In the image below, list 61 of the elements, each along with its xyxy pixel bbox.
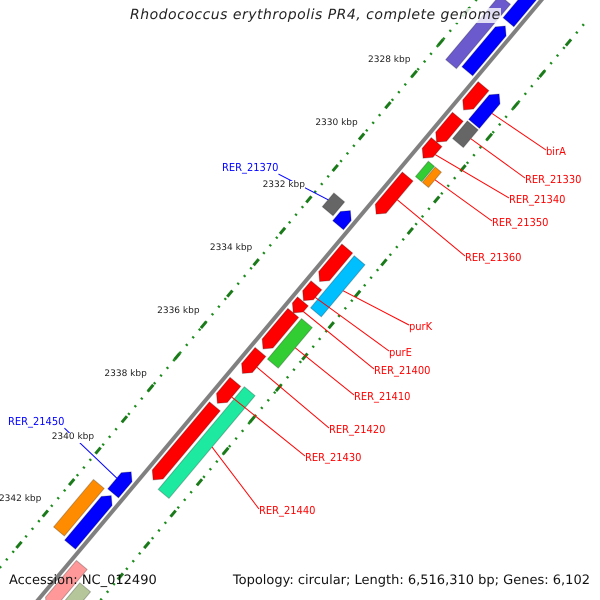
scale-label: 2332 kbp <box>262 181 305 192</box>
gene-label: RER_21410 <box>354 391 410 404</box>
leader-line <box>231 396 306 456</box>
gene-label: RER_21400 <box>374 365 430 378</box>
gene-feature <box>374 171 414 215</box>
gene-label: RER_21370 <box>222 162 278 174</box>
gene-label: RER_21350 <box>492 217 548 230</box>
gene-feature <box>435 112 464 143</box>
gene-label: RER_21440 <box>259 505 316 518</box>
leader-line <box>434 154 510 198</box>
gene-label: purK <box>409 321 432 334</box>
leader-line <box>294 347 354 396</box>
gene-label: RER_21420 <box>329 424 386 436</box>
gene-feature <box>422 136 443 159</box>
leader-line <box>342 290 410 326</box>
gene-feature <box>64 495 113 550</box>
gene-label: RER_21360 <box>465 252 522 264</box>
gene-feature <box>262 308 300 350</box>
scale-label: 2342 kbp <box>0 495 42 506</box>
gene-label: purE <box>389 347 412 360</box>
gene-feature <box>266 318 313 369</box>
gene-feature <box>461 26 507 76</box>
gene-feature <box>332 210 352 230</box>
scale-label: 2340 kbp <box>52 432 94 443</box>
gene-feature <box>152 401 221 480</box>
gene-feature <box>302 280 322 302</box>
scale-label: 2330 kbp <box>315 118 358 128</box>
gene-feature <box>310 255 366 318</box>
leader-line <box>396 199 466 256</box>
gene-label: birA <box>546 146 566 158</box>
gene-feature <box>422 166 442 188</box>
gene-feature <box>216 376 242 404</box>
leader-line <box>303 311 374 370</box>
gene-feature <box>462 80 490 110</box>
scale-label: 2334 kbp <box>210 244 252 254</box>
gene-feature <box>107 471 133 499</box>
gene-feature <box>452 120 479 148</box>
gene-label: RER_21330 <box>525 174 582 186</box>
accession-text: Accession: NC_012490 <box>8 573 158 590</box>
leader-line <box>434 179 492 222</box>
gene-feature <box>158 386 256 500</box>
title: Rhodococcus erythropolis PR4, complete genome <box>130 8 501 24</box>
leader-line <box>492 113 546 150</box>
gene-label: RER_21340 <box>509 194 566 206</box>
gene-feature <box>468 93 500 130</box>
gene-feature <box>502 0 539 28</box>
gene-label: RER_21450 <box>8 416 64 428</box>
genome-info-text: Topology: circular; Length: 6,516,310 bp; Genes: 6,102 <box>232 573 591 590</box>
scale-label: 2328 kbp <box>368 56 410 66</box>
gene-feature <box>414 160 436 182</box>
leader-line <box>314 297 390 352</box>
gene-feature <box>322 192 346 216</box>
scale-label: 2336 kbp <box>157 307 200 317</box>
gene-feature <box>52 478 105 537</box>
leader-line <box>470 138 526 178</box>
gene-feature <box>292 296 309 314</box>
gene-label: RER_21430 <box>305 452 362 464</box>
leader-line <box>256 366 330 428</box>
leader-line <box>212 446 260 510</box>
scale-label: 2338 kbp <box>104 370 147 380</box>
gene-feature <box>318 243 354 282</box>
